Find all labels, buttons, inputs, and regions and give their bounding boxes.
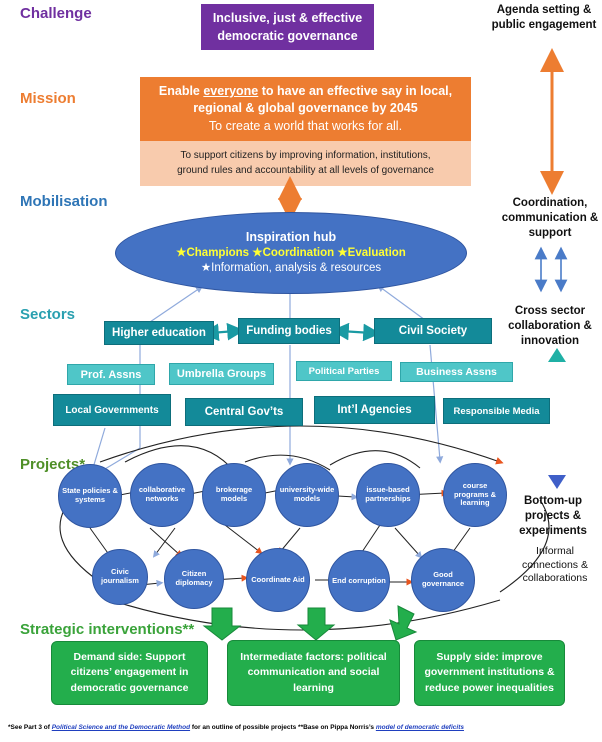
support-line-1: To support citizens by improving informa… — [180, 150, 431, 161]
project-citizen-diplomacy: Citizen diplomacy — [164, 549, 224, 609]
sector-umbrella-groups: Umbrella Groups — [169, 363, 274, 385]
sector-intl-agencies: Int’l Agencies — [314, 396, 435, 424]
mission-box: Enable everyone to have an effective say… — [140, 77, 471, 141]
sector-civil-society: Civil Society — [374, 318, 492, 344]
label-projects: Projects* — [20, 456, 86, 473]
support-box: To support citizens by improving informa… — [140, 141, 471, 186]
project-state-policies: State policies & systems — [58, 464, 122, 528]
project-collaborative-networks: collaborative networks — [130, 463, 194, 527]
side-coordination: Coordination, communication & support — [501, 197, 599, 239]
label-sectors: Sectors — [20, 306, 76, 323]
challenge-box: Inclusive, just & effective democratic g… — [201, 4, 374, 50]
project-university-wide-models: university-wide models — [275, 463, 339, 527]
inspiration-hub: Inspiration hub ★Champions ★Coordination… — [115, 212, 467, 294]
footer-link-democratic-deficits[interactable]: model of democratic deficits — [375, 724, 464, 731]
label-mission: Mission — [20, 90, 76, 107]
project-coordinate-aid: Coordinate Aid — [246, 548, 310, 612]
intervention-intermediate-factors: Intermediate factors: political communic… — [227, 640, 400, 706]
label-mobilisation: Mobilisation — [20, 193, 108, 210]
mission-line-3: To create a world that works for all. — [208, 118, 403, 133]
challenge-line-2: democratic governance — [217, 29, 358, 43]
hub-champions: ★Champions — [176, 246, 250, 259]
sector-central-govts: Central Gov’ts — [185, 398, 303, 426]
intervention-demand-side: Demand side: Support citizens’ engagemen… — [51, 641, 208, 705]
intervention-supply-side: Supply side: improve government institut… — [414, 640, 565, 706]
project-course-programs: course programs & learning — [443, 463, 507, 527]
hub-title: Inspiration hub — [245, 230, 337, 245]
footer-link-political-science[interactable]: Political Science and the Democratic Met… — [51, 724, 191, 731]
sector-prof-assns: Prof. Assns — [67, 364, 155, 385]
side-cross-sector: Cross sector collaboration & innovation — [508, 305, 592, 347]
sector-business-assns: Business Assns — [400, 362, 513, 382]
hub-info: ★Information, analysis & resources — [200, 262, 382, 275]
challenge-line-1: Inclusive, just & effective — [212, 10, 363, 25]
sector-funding-bodies: Funding bodies — [238, 318, 340, 344]
project-issue-based-partnerships: issue-based partnerships — [356, 463, 420, 527]
label-challenge: Challenge — [20, 5, 92, 22]
footer-note: *See Part 3 of Political Science and the… — [8, 724, 464, 731]
project-brokerage-models: brokerage models — [202, 463, 266, 527]
project-civic-journalism: Civic journalism — [92, 549, 148, 605]
sector-responsible-media: Responsible Media — [443, 398, 550, 424]
mission-line-1: Enable everyone to have an effective say… — [158, 83, 453, 98]
mission-line-2: regional & global governance by 2045 — [193, 101, 418, 116]
project-end-corruption: End corruption — [328, 550, 390, 612]
hub-evaluation: ★Evaluation — [337, 246, 406, 259]
side-bottom-up: Bottom-up projects & experiments — [519, 495, 587, 537]
hub-pillars: ★Champions ★Coordination ★Evaluation — [176, 246, 406, 262]
sector-political-parties: Political Parties — [296, 361, 392, 381]
support-line-2: ground rules and accountability at all l… — [177, 164, 434, 176]
side-informal-connections: Informal connections & collaborations — [522, 545, 588, 585]
project-good-governance: Good governance — [411, 548, 475, 612]
side-agenda-setting: Agenda setting & public engagement — [491, 4, 597, 31]
sector-local-governments: Local Governments — [53, 394, 171, 426]
sector-higher-education: Higher education — [104, 321, 214, 345]
hub-coordination: ★Coordination — [252, 246, 335, 259]
label-strategic-interventions: Strategic interventions** — [20, 621, 195, 638]
